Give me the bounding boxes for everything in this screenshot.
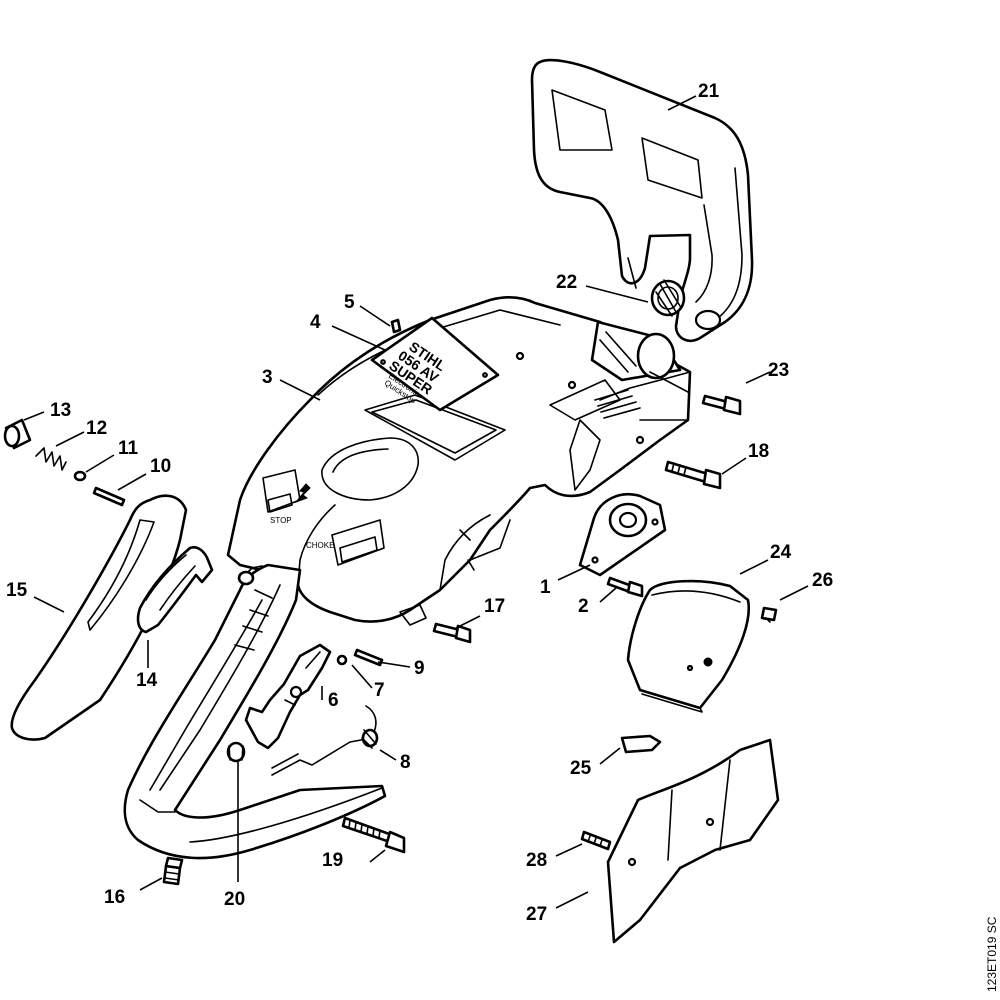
callout-13: 13 [50,400,71,421]
callout-1: 1 [540,577,551,598]
callout-16: 16 [104,887,125,908]
callout-7: 7 [374,680,385,701]
pin-10 [92,486,126,507]
callout-8: 8 [400,752,411,773]
shroud [226,296,692,626]
callout-4: 4 [310,312,321,333]
callout-27: 27 [526,904,547,925]
callout-19: 19 [322,850,343,871]
callout-labels: 21 22 5 4 3 23 18 1 2 24 26 25 28 27 19 … [6,81,833,925]
screw-28 [580,830,612,851]
stop-label: STOP [270,516,292,525]
sleeve-13 [3,418,32,450]
callout-25: 25 [570,758,592,779]
callout-2: 2 [578,596,589,617]
callout-9: 9 [414,658,425,679]
spring-22 [650,279,686,317]
callout-12: 12 [86,418,107,439]
callout-11: 11 [118,438,139,459]
annular-buffer [578,493,667,577]
drawing-reference: 123ET019 SC [985,916,999,992]
screw-26 [760,606,778,623]
sleeve-7 [336,654,348,666]
callout-17: 17 [484,596,505,617]
callout-22: 22 [556,272,577,293]
leader-lines [23,95,809,909]
plug [620,734,662,754]
callout-26: 26 [812,570,833,591]
screw-19 [341,816,406,854]
callout-10: 10 [150,456,171,477]
callout-24: 24 [770,542,792,563]
callout-18: 18 [748,441,769,462]
spring-12 [35,447,67,471]
screw-23 [701,394,742,416]
callout-20: 20 [224,889,245,910]
washer-11 [73,470,87,482]
rear-handle [123,563,387,860]
cover [626,579,751,713]
callout-23: 23 [768,360,789,381]
callout-6: 6 [328,690,339,711]
callout-14: 14 [136,670,158,691]
hand-guard [530,58,754,343]
callout-5: 5 [344,292,355,313]
screw-2 [606,576,644,598]
torsion-spring [271,705,379,776]
handle-molding [10,494,188,741]
screw-16 [162,856,184,886]
choke-label: CHOKE [306,541,334,550]
callout-3: 3 [262,367,273,388]
screw-17 [432,622,472,644]
callout-28: 28 [526,850,547,871]
collar [226,741,246,763]
trigger-interlock [136,546,214,634]
base-plate [606,738,780,944]
screw-18 [664,460,722,490]
callout-21: 21 [698,81,720,102]
callout-15: 15 [6,580,28,601]
pin-5 [390,318,402,334]
pin-9 [353,648,384,667]
throttle-trigger [244,643,332,750]
model-plate: STIHL 056 AV SUPER Electronic Quickstop [370,316,500,412]
